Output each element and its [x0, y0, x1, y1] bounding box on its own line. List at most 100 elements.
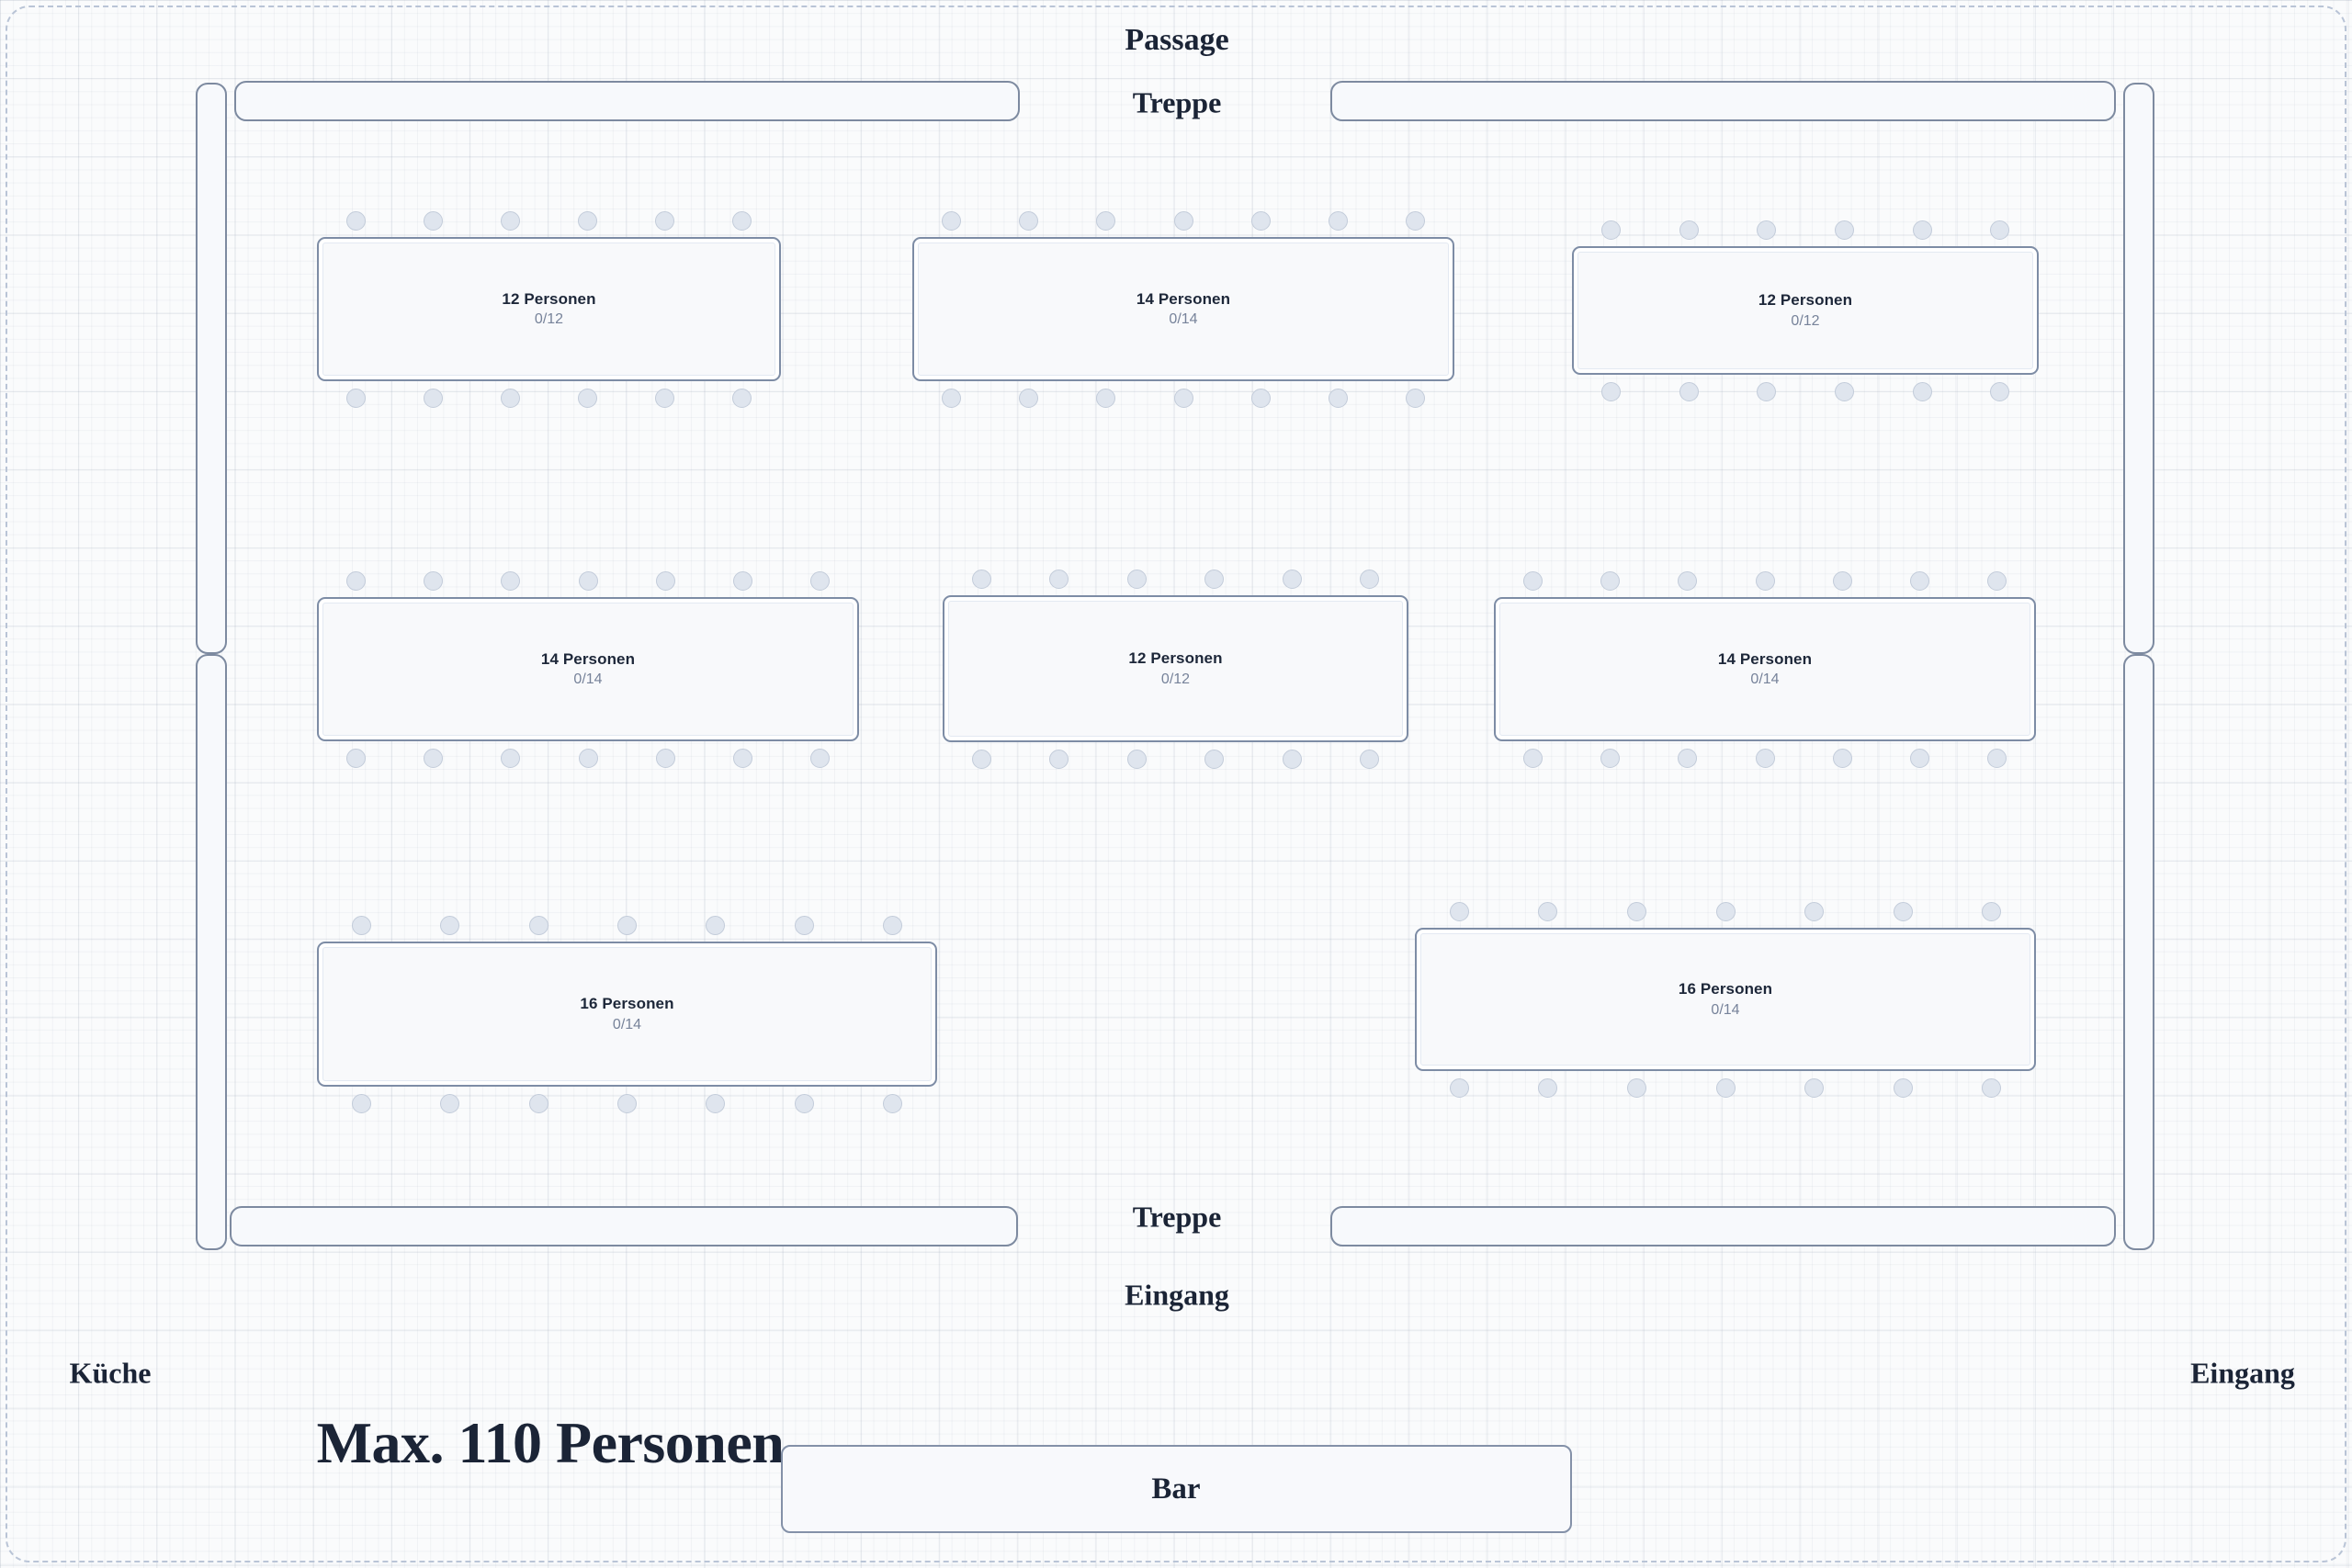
chair-seat[interactable] [578, 748, 598, 768]
chair-seat[interactable] [351, 1093, 371, 1113]
chair-seat[interactable] [1126, 749, 1147, 769]
chair-seat[interactable] [1282, 569, 1302, 589]
chair-seat[interactable] [655, 388, 675, 408]
chair-seat[interactable] [1757, 220, 1777, 240]
chair-seat[interactable] [732, 210, 752, 231]
chair-seat[interactable] [440, 915, 460, 935]
chair-seat[interactable] [1096, 210, 1116, 231]
chair-seat[interactable] [1173, 210, 1193, 231]
chair-seat[interactable] [706, 915, 726, 935]
chair-seat[interactable] [528, 915, 548, 935]
chair-seat[interactable] [1126, 569, 1147, 589]
chair-seat[interactable] [1173, 388, 1193, 408]
chair-seat[interactable] [941, 388, 961, 408]
chair-seat[interactable] [1538, 901, 1558, 921]
chair-seat[interactable] [1449, 1077, 1469, 1098]
chair-seat[interactable] [1987, 748, 2007, 768]
chair-seat[interactable] [1049, 749, 1069, 769]
chair-seat[interactable] [1096, 388, 1116, 408]
chair-seat[interactable] [1834, 381, 1854, 401]
chair-seat[interactable] [1910, 570, 1930, 591]
chair-seat[interactable] [1049, 569, 1069, 589]
chair-seat[interactable] [1755, 748, 1775, 768]
chair-seat[interactable] [1804, 901, 1825, 921]
chair-seat[interactable] [1987, 570, 2007, 591]
chair-seat[interactable] [1360, 749, 1380, 769]
chair-seat[interactable] [345, 388, 366, 408]
bar-object[interactable]: Bar [780, 1445, 1572, 1533]
chair-seat[interactable] [1406, 388, 1426, 408]
chair-seat[interactable] [500, 210, 520, 231]
chair-seat[interactable] [1715, 1077, 1736, 1098]
chair-seat[interactable] [1832, 748, 1852, 768]
chair-seat[interactable] [1679, 220, 1699, 240]
chair-seat[interactable] [1626, 1077, 1646, 1098]
chair-seat[interactable] [1406, 210, 1426, 231]
chair-seat[interactable] [1522, 570, 1543, 591]
chair-seat[interactable] [1679, 381, 1699, 401]
chair-seat[interactable] [810, 748, 831, 768]
chair-seat[interactable] [423, 570, 443, 591]
chair-seat[interactable] [1804, 1077, 1825, 1098]
chair-seat[interactable] [1522, 748, 1543, 768]
chair-seat[interactable] [733, 570, 753, 591]
chair-seat[interactable] [1893, 901, 1913, 921]
chair-seat[interactable] [423, 210, 443, 231]
chair-seat[interactable] [655, 210, 675, 231]
chair-seat[interactable] [1832, 570, 1852, 591]
chair-seat[interactable] [1678, 748, 1698, 768]
chair-seat[interactable] [971, 569, 991, 589]
chair-seat[interactable] [1538, 1077, 1558, 1098]
chair-seat[interactable] [1360, 569, 1380, 589]
chair-seat[interactable] [578, 570, 598, 591]
chair-seat[interactable] [1757, 381, 1777, 401]
chair-seat[interactable] [1600, 381, 1621, 401]
chair-seat[interactable] [345, 570, 366, 591]
chair-seat[interactable] [423, 388, 443, 408]
chair-seat[interactable] [578, 210, 598, 231]
chair-seat[interactable] [883, 915, 903, 935]
chair-seat[interactable] [1626, 901, 1646, 921]
chair-seat[interactable] [941, 210, 961, 231]
chair-seat[interactable] [1204, 749, 1225, 769]
chair-seat[interactable] [1912, 220, 1932, 240]
chair-seat[interactable] [351, 915, 371, 935]
chair-seat[interactable] [794, 1093, 814, 1113]
chair-seat[interactable] [617, 915, 637, 935]
chair-seat[interactable] [1982, 1077, 2002, 1098]
chair-seat[interactable] [732, 388, 752, 408]
chair-seat[interactable] [1715, 901, 1736, 921]
chair-seat[interactable] [655, 748, 675, 768]
chair-seat[interactable] [345, 748, 366, 768]
chair-seat[interactable] [501, 570, 521, 591]
chair-seat[interactable] [655, 570, 675, 591]
chair-seat[interactable] [1600, 570, 1620, 591]
chair-seat[interactable] [1329, 210, 1349, 231]
chair-seat[interactable] [1990, 220, 2010, 240]
chair-seat[interactable] [1678, 570, 1698, 591]
chair-seat[interactable] [578, 388, 598, 408]
chair-seat[interactable] [1910, 748, 1930, 768]
chair-seat[interactable] [500, 388, 520, 408]
chair-seat[interactable] [794, 915, 814, 935]
chair-seat[interactable] [1912, 381, 1932, 401]
chair-seat[interactable] [1600, 748, 1620, 768]
chair-seat[interactable] [810, 570, 831, 591]
chair-seat[interactable] [1018, 388, 1038, 408]
chair-seat[interactable] [1990, 381, 2010, 401]
chair-seat[interactable] [345, 210, 366, 231]
chair-seat[interactable] [706, 1093, 726, 1113]
chair-seat[interactable] [501, 748, 521, 768]
chair-seat[interactable] [1329, 388, 1349, 408]
chair-seat[interactable] [1250, 210, 1271, 231]
chair-seat[interactable] [1893, 1077, 1913, 1098]
